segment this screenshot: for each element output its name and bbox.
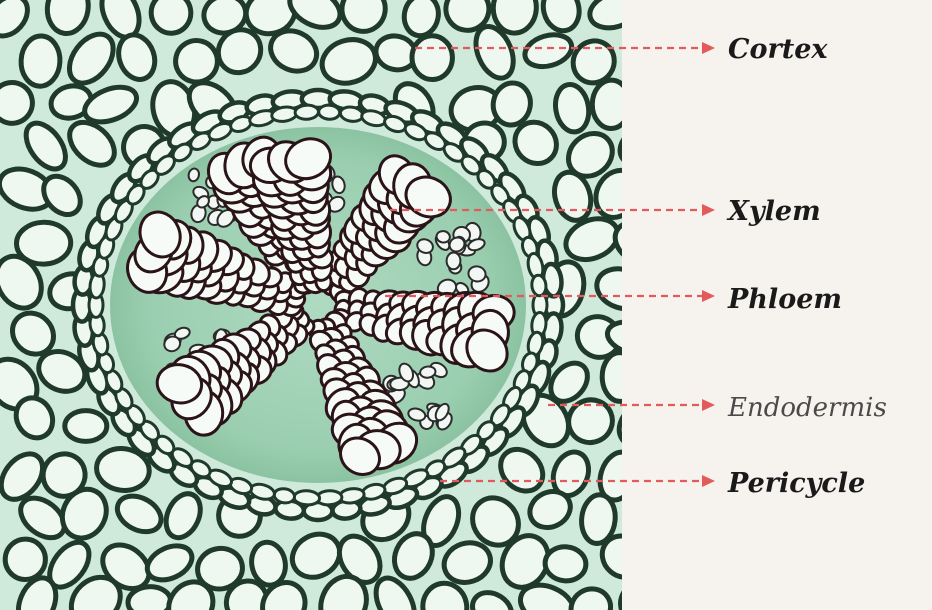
tissue-section [0,0,680,610]
arrow-head-pericycle [702,475,715,487]
label-phloem: Phloem [728,286,842,313]
endodermis-cell [531,275,547,297]
phloem-cell [446,252,460,269]
cortex-cell [602,352,638,401]
endodermis-cell [295,105,319,120]
phloem-cell [436,230,451,243]
arrow-head-xylem [702,204,715,216]
label-pericycle: Pericycle [728,470,865,497]
endodermis-cell [318,105,340,120]
cortex-cell [127,586,171,610]
cortex-cell [4,538,46,580]
cortex-cell [411,35,453,80]
arrow-head-phloem [702,290,715,302]
cortex-cell [617,580,663,610]
arrow-head-cortex [702,42,715,54]
label-endodermis: Endodermis [728,395,887,421]
cortex-cell [592,80,631,129]
cortex-cell [620,481,672,542]
endodermis-cell [294,490,320,505]
label-xylem: Xylem [728,198,821,225]
cortex-cell [544,545,588,582]
arrow-head-endodermis [702,399,715,411]
cortex-cell [20,35,61,87]
cortex-cell [65,411,107,442]
label-cortex: Cortex [728,36,827,63]
cortex-cell [619,28,680,87]
